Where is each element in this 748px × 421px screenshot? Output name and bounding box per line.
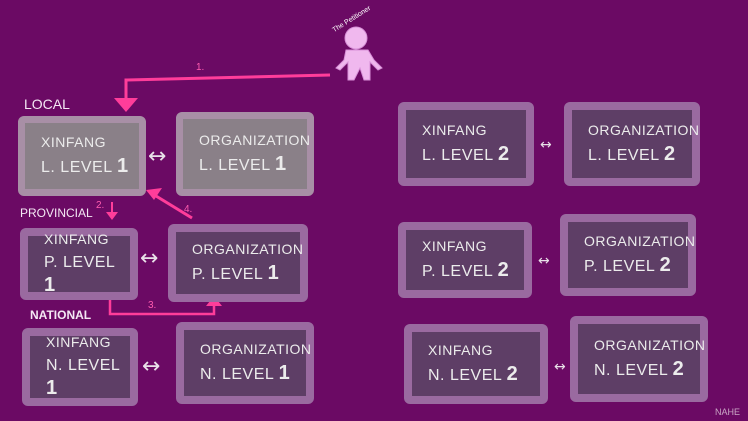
box-level-prefix: L. Level (199, 157, 271, 174)
box-subtitle: N. Level 1 (46, 355, 130, 401)
organization-local-level-2: Organization L. Level 2 (564, 102, 700, 186)
box-subtitle: L. Level 2 (588, 143, 692, 167)
organization-provincial-level-1: Organization P. Level 1 (168, 224, 308, 302)
box-title: Organization (584, 233, 696, 249)
box-level-number: 2 (497, 259, 510, 281)
box-level-prefix: N. Level (594, 362, 668, 379)
box-title: Organization (199, 132, 311, 148)
organization-national-level-1: Organization N. Level 1 (176, 322, 314, 404)
box-level-prefix: L. Level (422, 147, 494, 164)
arrow-step-3 (108, 296, 216, 316)
level-label-local: Local (24, 96, 70, 112)
box-subtitle: L. Level 2 (422, 143, 526, 167)
box-subtitle: N. Level 2 (594, 358, 700, 382)
xinfang-local-level-1: Xinfang L. Level 1 (18, 116, 146, 196)
box-level-number: 1 (46, 377, 58, 399)
box-level-prefix: P. Level (44, 254, 115, 271)
box-subtitle: P. Level 2 (584, 254, 688, 278)
box-subtitle: N. Level 1 (200, 362, 306, 386)
arrow-step-4-head (146, 188, 162, 200)
box-subtitle: P. Level 1 (192, 262, 300, 286)
box-title: Xinfang (428, 342, 493, 358)
xinfang-national-level-1: Xinfang N. Level 1 (22, 328, 138, 406)
box-subtitle: P. Level 1 (44, 252, 130, 298)
box-level-number: 1 (267, 262, 280, 284)
arrow-step-1-head (114, 98, 138, 112)
connector-p1: ↔ (140, 246, 159, 271)
box-level-number: 2 (497, 143, 510, 165)
connector-n2: ↔ (554, 359, 566, 375)
arrow-step-4 (155, 194, 193, 220)
box-level-prefix: P. Level (584, 258, 655, 275)
xinfang-local-level-2: Xinfang L. Level 2 (398, 102, 534, 186)
box-level-number: 1 (274, 153, 287, 175)
box-title: Organization (588, 122, 700, 138)
box-level-prefix: P. Level (192, 266, 263, 283)
box-title: Xinfang (41, 134, 106, 150)
organization-national-level-2: Organization N. Level 2 (570, 316, 708, 402)
arrow-step-1 (124, 73, 331, 100)
box-level-number: 2 (506, 363, 519, 385)
arrow-step-2-head (106, 212, 118, 220)
box-title: Xinfang (422, 238, 487, 254)
box-level-prefix: L. Level (41, 159, 113, 176)
box-level-number: 1 (44, 274, 56, 296)
xinfang-provincial-level-2: Xinfang P. Level 2 (398, 222, 532, 298)
box-level-number: 2 (663, 143, 676, 165)
box-title: Organization (192, 241, 304, 257)
box-subtitle: L. Level 1 (199, 153, 307, 177)
box-subtitle: L. Level 1 (41, 155, 139, 179)
organization-provincial-level-2: Organization P. Level 2 (560, 214, 696, 296)
box-subtitle: N. Level 2 (428, 363, 540, 387)
xinfang-national-level-2: Xinfang N. Level 2 (404, 324, 548, 404)
step-2-label: 2. (96, 200, 105, 211)
box-level-prefix: N. Level (46, 357, 120, 374)
organization-local-level-1: Organization L. Level 1 (176, 112, 314, 196)
box-title: Organization (200, 341, 312, 357)
step-3-label: 3. (148, 300, 157, 311)
box-subtitle: P. Level 2 (422, 259, 524, 283)
box-level-prefix: N. Level (200, 366, 274, 383)
box-level-prefix: L. Level (588, 147, 660, 164)
box-title: Xinfang (44, 231, 109, 247)
xinfang-provincial-level-1: Xinfang P. Level 1 (20, 228, 138, 300)
level-label-provincial: Provincial (20, 206, 93, 220)
step-4-label: 4. (184, 204, 193, 215)
connector-n1: ↔ (142, 354, 161, 379)
box-level-number: 1 (278, 362, 291, 384)
connector-l2: ↔ (540, 137, 552, 153)
box-level-prefix: N. Level (428, 367, 502, 384)
artist-signature: NAHE (714, 407, 740, 417)
box-level-prefix: P. Level (422, 263, 493, 280)
box-title: Organization (594, 337, 706, 353)
box-title: Xinfang (422, 122, 487, 138)
step-1-label: 1. (196, 62, 205, 73)
connector-p2: ↔ (538, 253, 550, 269)
level-label-national: National (30, 308, 92, 322)
box-level-number: 2 (672, 358, 685, 380)
box-title: Xinfang (46, 334, 111, 350)
box-level-number: 1 (116, 155, 129, 177)
petitioner-figure (335, 26, 383, 81)
connector-l1: ↔ (148, 144, 167, 169)
box-level-number: 2 (659, 254, 672, 276)
